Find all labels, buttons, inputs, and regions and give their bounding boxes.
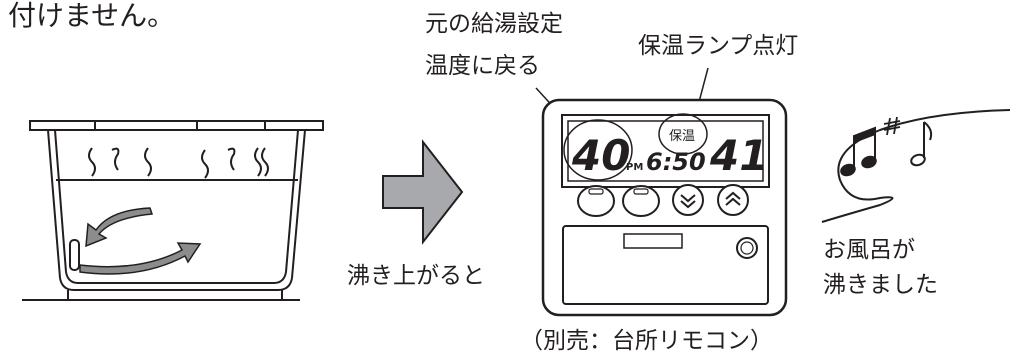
remote-caption: （別売：台所リモコン） <box>520 328 773 354</box>
remote-button-2 <box>622 185 660 217</box>
return-temp-label-line1: 元の給湯設定 <box>425 11 563 37</box>
remote-small-knob <box>736 237 758 259</box>
when-boiled-label: 沸き上がると <box>347 263 485 289</box>
set-temp-highlight-circle <box>563 119 633 181</box>
header-fragment-text: 付けません。 <box>8 0 176 32</box>
bath-ready-label-line2: 沸きました <box>823 272 938 298</box>
remote-controller-icon: 40 PM 6:50 41 保温 <box>535 67 788 317</box>
clock-readout: 6:50 <box>646 148 706 176</box>
right-arrow-icon <box>382 139 464 245</box>
music-notes-icon <box>821 109 1011 223</box>
set-temp-readout: 40 <box>571 131 630 180</box>
bathtub-icon <box>22 120 324 301</box>
bath-ready-label-line1: お風呂が <box>823 237 915 263</box>
keep-warm-lamp-label: 保温ランプ点灯 <box>638 33 799 59</box>
keep-warm-indicator: 保温 <box>669 129 695 144</box>
bath-temp-readout: 41 <box>709 131 768 180</box>
remote-button-1 <box>577 185 615 217</box>
ampm-readout: PM <box>626 162 643 173</box>
circulation-arrows-icon <box>79 207 202 275</box>
keep-warm-highlight-circle <box>658 113 708 155</box>
return-temp-label-line2: 温度に戻る <box>425 53 540 79</box>
